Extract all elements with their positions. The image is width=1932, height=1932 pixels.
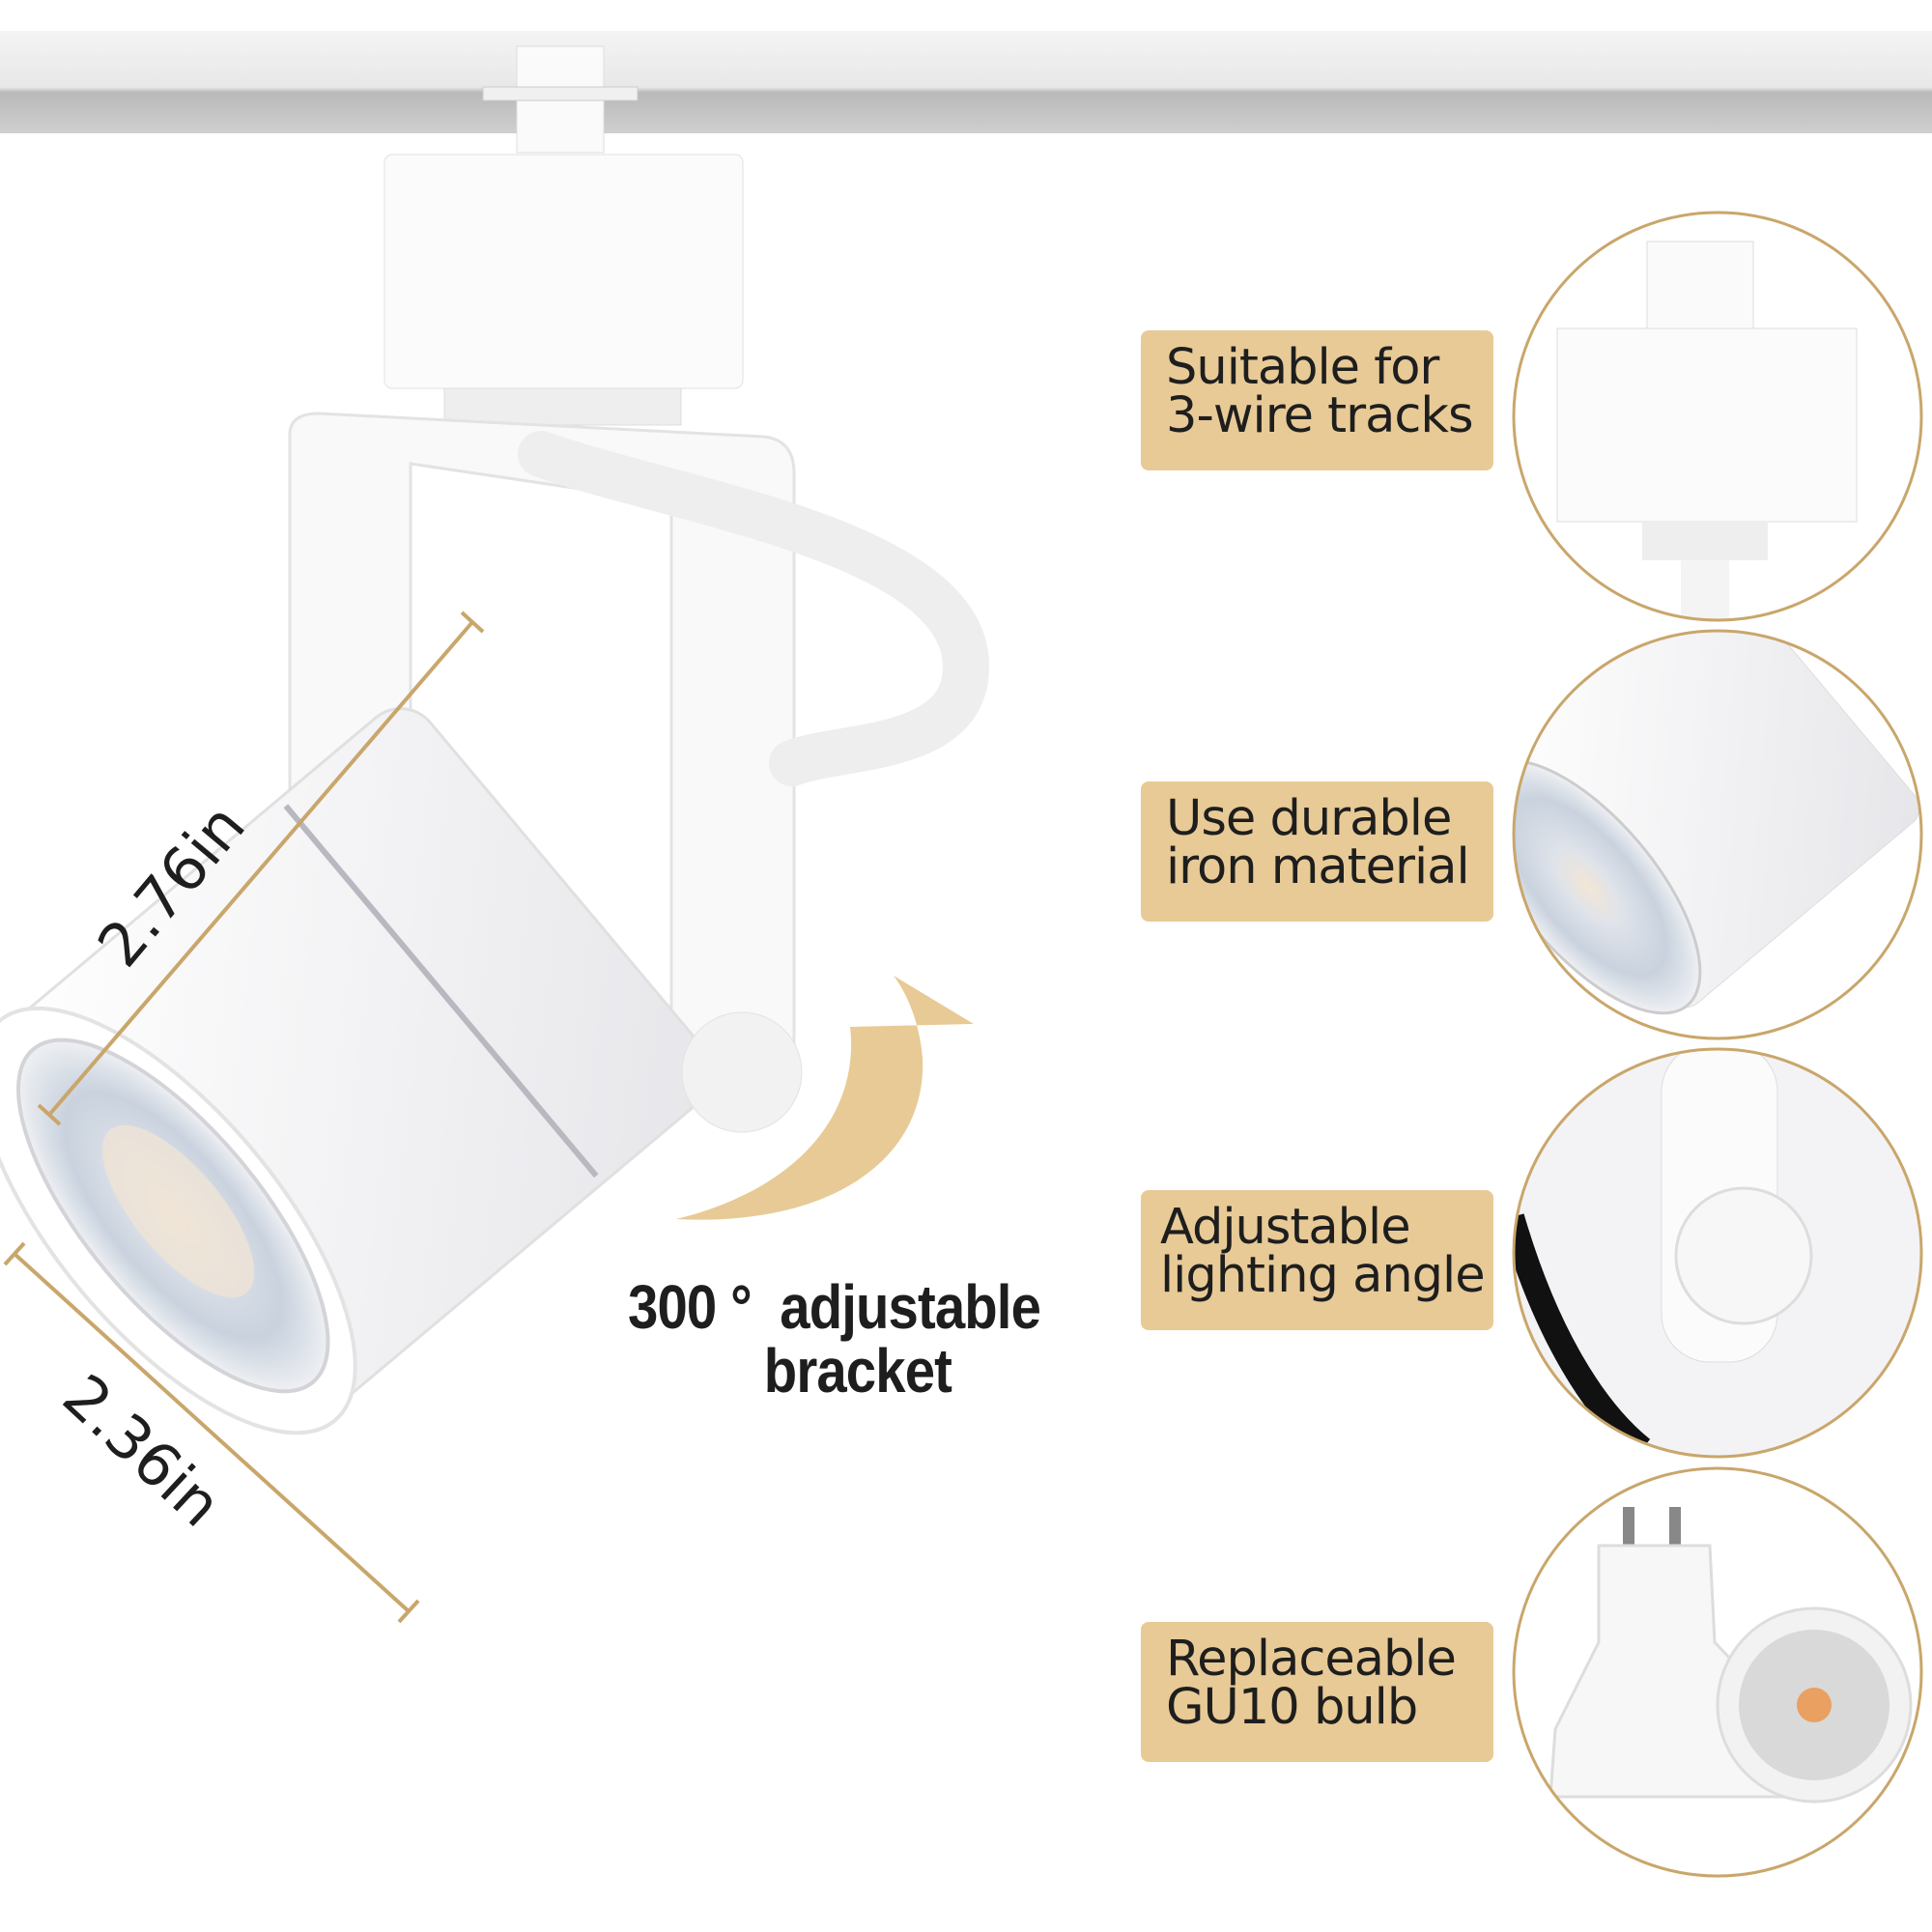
- rotation-caption-line2: bracket: [763, 1336, 952, 1406]
- rotation-arrow: [676, 976, 974, 1220]
- rotation-caption-line1: 300 ° adjustable: [628, 1272, 1041, 1342]
- lamp-head: [0, 707, 715, 1435]
- feature-line2: iron material: [1166, 838, 1470, 895]
- feature-label-angle: Adjustable lighting angle: [1141, 1190, 1493, 1330]
- power-cable: [518, 431, 990, 786]
- feature-label-bulb: Replaceable GU10 bulb: [1141, 1622, 1493, 1762]
- rotation-caption: 300 ° adjustable bracket: [628, 1272, 1041, 1406]
- detail-angle: [1512, 1047, 1923, 1459]
- feature-line2: lighting angle: [1160, 1247, 1486, 1304]
- dimension-line-diameter: [3, 1241, 420, 1624]
- feature-line2: 3-wire tracks: [1166, 387, 1474, 444]
- feature-line1: Use durable: [1166, 790, 1452, 847]
- detail-adapter: [1512, 211, 1923, 622]
- detail-material: [1512, 629, 1923, 1040]
- feature-line2: GU10 bulb: [1166, 1679, 1418, 1736]
- bracket-knob: [681, 1011, 803, 1133]
- feature-line1: Suitable for: [1166, 339, 1439, 396]
- dimension-line-length: [37, 611, 485, 1126]
- detail-gu10-bulb: [1512, 1466, 1923, 1878]
- feature-label-material: Use durable iron material: [1141, 781, 1493, 922]
- feature-label-tracks: Suitable for 3-wire tracks: [1141, 330, 1493, 470]
- feature-line1: Replaceable: [1166, 1631, 1457, 1688]
- track-rail: [0, 31, 1932, 133]
- feature-line1: Adjustable: [1160, 1199, 1411, 1256]
- track-adapter: [384, 45, 744, 426]
